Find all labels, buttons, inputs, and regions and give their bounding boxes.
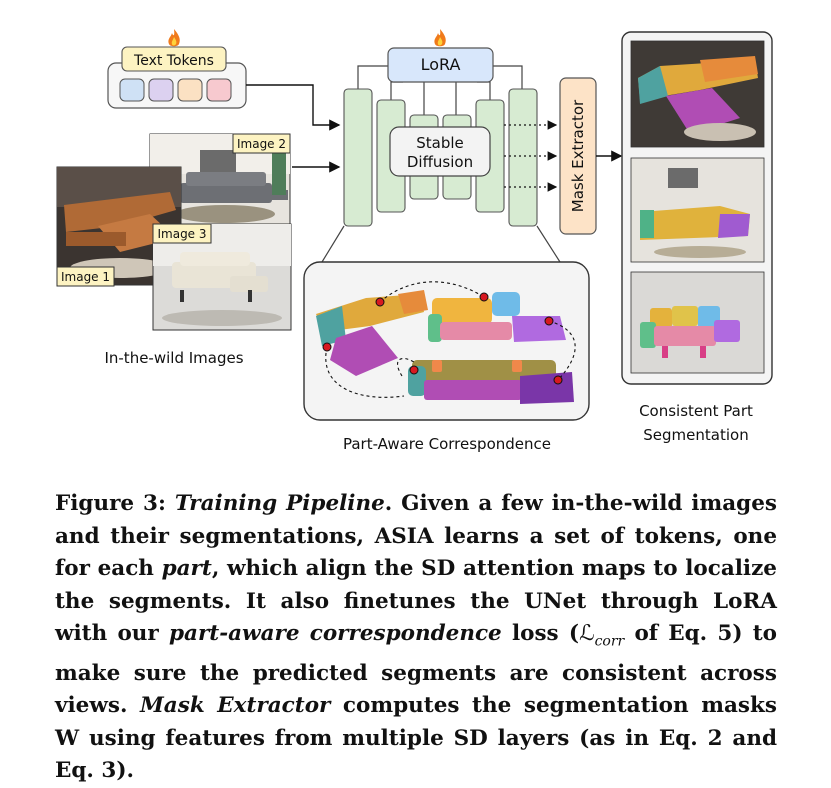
token-3: [177, 78, 203, 102]
token-2: [148, 78, 174, 102]
correspondence-sofa-1: [316, 290, 428, 376]
fire-icon: [168, 29, 180, 47]
lora-box: LoRA: [387, 47, 494, 83]
image-1-tag: Image 1: [56, 266, 115, 287]
in-the-wild-label: In-the-wild Images: [104, 349, 243, 367]
unet-block-1: [343, 88, 373, 227]
lora-label: LoRA: [421, 55, 461, 74]
figure-caption: Figure 3: Training Pipeline. Given a few…: [55, 491, 778, 784]
image-2-tag: Image 2: [232, 133, 291, 154]
tokens-to-unet-arrow: [246, 84, 341, 131]
text-tokens-panel: Text Tokens: [107, 46, 247, 109]
fire-icon: [434, 29, 446, 47]
svg-text:Diffusion: Diffusion: [407, 153, 473, 171]
output-image-1: [630, 40, 765, 148]
svg-text:Image 3: Image 3: [157, 227, 206, 241]
output-image-3: [630, 271, 765, 374]
consistent-label-2: Segmentation: [643, 426, 748, 444]
correspondence-links: [325, 281, 576, 398]
feature-arrows: [504, 120, 558, 192]
correspondence-points: [322, 292, 563, 385]
part-aware-label: Part-Aware Correspondence: [343, 435, 551, 453]
correspondence-sofa-3: [408, 360, 574, 404]
loss-symbol: ℒcorr: [579, 621, 625, 650]
caption-title: Training Pipeline: [174, 491, 385, 516]
svg-text:Image 2: Image 2: [237, 137, 286, 151]
pipeline-figure: Text Tokens Image 2 Image 1: [56, 29, 773, 453]
unet-block-6: [508, 88, 538, 227]
unet-to-correspondence-lines: [321, 225, 561, 263]
svg-text:Image 1: Image 1: [61, 270, 110, 284]
consistent-label-1: Consistent Part: [639, 402, 753, 420]
figure-number: Figure 3:: [55, 491, 166, 516]
text-tokens-label: Text Tokens: [133, 53, 214, 69]
stable-diffusion-box: Stable Diffusion: [389, 126, 491, 177]
mask-extractor-label: Mask Extractor: [569, 99, 587, 212]
token-4: [206, 78, 232, 102]
image-3-tag: Image 3: [152, 223, 212, 244]
mask-extractor-box: Mask Extractor: [559, 77, 597, 235]
svg-text:Stable: Stable: [416, 134, 464, 152]
token-1: [119, 78, 145, 102]
correspondence-sofa-2: [428, 292, 566, 342]
output-image-2: [630, 157, 765, 263]
